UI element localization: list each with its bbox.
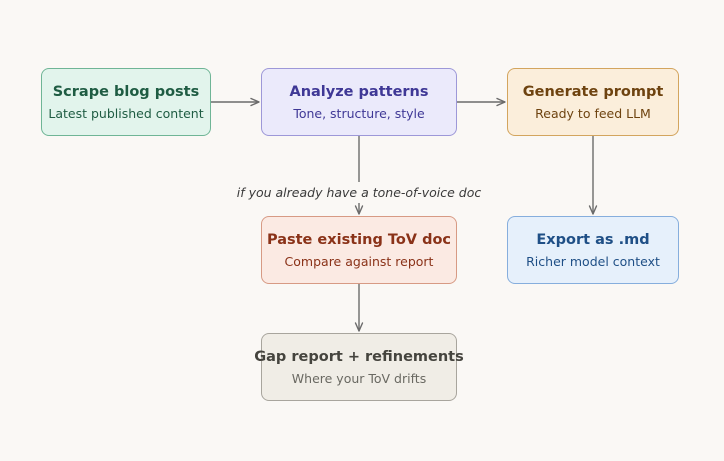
node-title: Generate prompt [522,83,664,100]
node-subtitle: Ready to feed LLM [535,105,651,121]
node-gap-report: Gap report + refinements Where your ToV … [254,333,464,401]
node-subtitle: Latest published content [48,105,204,121]
node-subtitle: Where your ToV drifts [291,370,427,386]
node-subtitle: Compare against report [284,253,434,269]
node-title: Scrape blog posts [52,83,200,100]
node-title: Analyze patterns [289,83,429,100]
edge-label-tov-condition: if you already have a tone-of-voice doc [236,185,482,200]
node-title: Export as .md [536,231,650,248]
node-analyze-patterns: Analyze patterns Tone, structure, style [261,68,457,136]
node-generate-prompt: Generate prompt Ready to feed LLM [507,68,679,136]
node-export-md: Export as .md Richer model context [507,216,679,284]
node-paste-tov-doc: Paste existing ToV doc Compare against r… [261,216,457,284]
node-scrape-blog-posts: Scrape blog posts Latest published conte… [41,68,211,136]
node-subtitle: Richer model context [526,253,660,269]
node-subtitle: Tone, structure, style [293,105,425,121]
node-title: Paste existing ToV doc [266,231,452,248]
node-title: Gap report + refinements [254,348,464,365]
